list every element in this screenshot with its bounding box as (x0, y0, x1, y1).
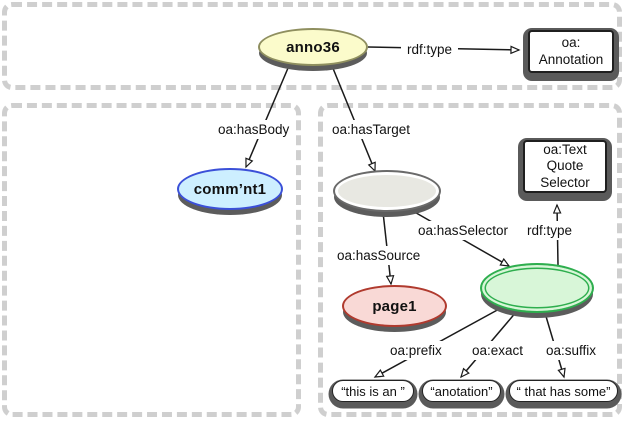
property-label-has-body: oa:hasBody (212, 120, 296, 139)
class-box-text-quote-selector: oa:Text Quote Selector (523, 140, 607, 193)
literal-suffix: “ that has some” (509, 380, 618, 402)
node-comment1-label: comm’nt1 (193, 180, 267, 198)
property-label-suffix: oa:suffix (540, 341, 603, 360)
class-box-tqs-line3: Selector (540, 174, 590, 190)
property-label-has-selector: oa:hasSelector (412, 221, 515, 240)
node-comment1: comm’nt1 (177, 168, 283, 210)
class-box-annotation-line1: oa: (561, 35, 581, 50)
class-box-tqs-line2: Quote (546, 158, 584, 174)
property-label-prefix: oa:prefix (384, 341, 448, 360)
class-box-tqs-line1: oa:Text (543, 141, 587, 157)
node-page1-label: page1 (372, 297, 417, 315)
literal-exact: “anotation” (422, 380, 501, 402)
property-label-has-target: oa:hasTarget (326, 120, 417, 139)
node-anno36-label: anno36 (286, 38, 340, 56)
node-target-blank (333, 170, 441, 212)
node-selector-blank (480, 263, 594, 313)
target-section-box (318, 103, 622, 417)
property-label-exact: oa:exact (466, 341, 530, 360)
node-anno36: anno36 (258, 28, 368, 66)
annotation-section-box (2, 2, 622, 90)
body-section-box (2, 103, 301, 417)
node-page1: page1 (342, 285, 447, 327)
class-box-annotation: oa: Annotation (528, 30, 614, 73)
property-label-rdf-type-selector: rdf:type (521, 221, 579, 240)
property-label-rdf-type-annotation: rdf:type (401, 40, 459, 59)
literal-prefix: “this is an ” (332, 380, 414, 402)
class-box-annotation-line2: Annotation (538, 51, 604, 67)
property-label-has-source: oa:hasSource (331, 246, 427, 265)
